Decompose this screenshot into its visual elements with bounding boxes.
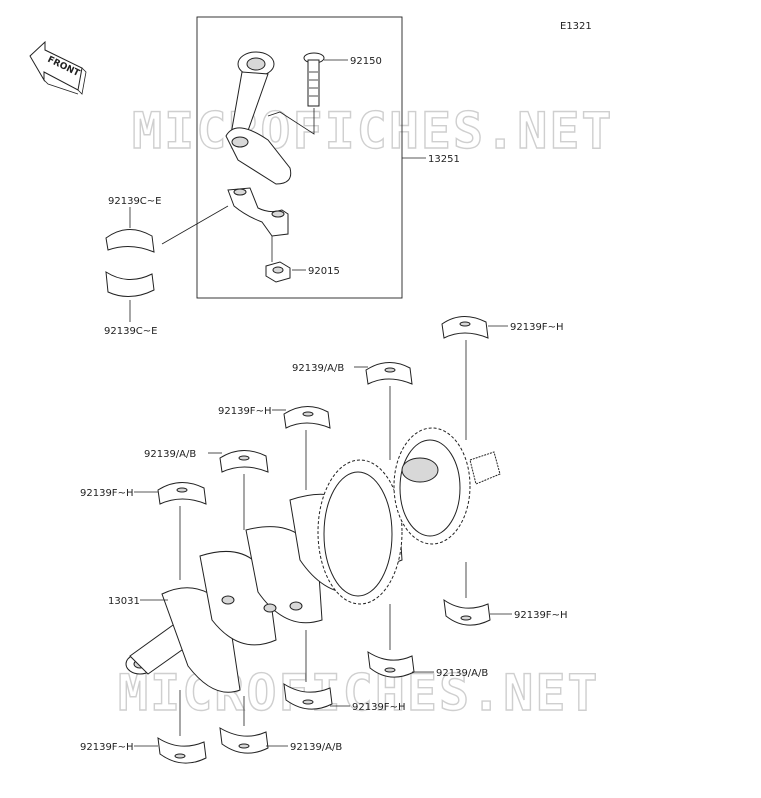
- diagram-id: E1321: [560, 21, 592, 32]
- label-92139fh-6: 92139F~H: [80, 742, 133, 753]
- bearing-upper-4: [219, 450, 269, 473]
- bearing-lower-4: [157, 737, 207, 764]
- label-92139fh-3: 92139F~H: [80, 488, 133, 499]
- label-92139ce-bottom: 92139C~E: [104, 326, 158, 337]
- connecting-rod: [225, 51, 292, 185]
- bearing-upper-5: [157, 482, 207, 505]
- con-rod-assembly-box: [196, 16, 403, 299]
- front-arrow-icon: FRONT: [29, 40, 87, 95]
- label-92139ce-top: 92139C~E: [108, 196, 162, 207]
- label-92139fh-4: 92139F~H: [514, 610, 567, 621]
- watermark-top: MICROFICHES.NET: [132, 102, 614, 160]
- bearing-lower-3: [283, 683, 333, 710]
- bearing-92139ce-lower: [105, 271, 155, 297]
- bolt-92150: [303, 52, 325, 107]
- label-92139ab-1: 92139/A/B: [292, 363, 344, 374]
- label-92139fh-5: 92139F~H: [352, 702, 405, 713]
- bearing-upper-2: [365, 362, 413, 385]
- label-92139ab-3: 92139/A/B: [436, 668, 488, 679]
- label-92150: 92150: [350, 56, 382, 67]
- label-13251: 13251: [428, 154, 460, 165]
- crankshaft: [125, 427, 501, 693]
- label-92139fh-1: 92139F~H: [510, 322, 563, 333]
- label-92139ab-4: 92139/A/B: [290, 742, 342, 753]
- nut-92015: [265, 261, 291, 283]
- label-92139ab-2: 92139/A/B: [144, 449, 196, 460]
- label-92139fh-2: 92139F~H: [218, 406, 271, 417]
- bearing-upper-3: [283, 406, 331, 429]
- bearing-lower-1: [443, 598, 491, 626]
- label-13031: 13031: [108, 596, 140, 607]
- watermark-bottom: MICROFICHES.NET: [118, 664, 600, 722]
- bearing-lower-5: [219, 727, 269, 754]
- label-92015: 92015: [308, 266, 340, 277]
- bearing-upper-1: [441, 316, 489, 339]
- bearing-92139ce-upper: [105, 229, 155, 253]
- rod-cap: [227, 187, 289, 237]
